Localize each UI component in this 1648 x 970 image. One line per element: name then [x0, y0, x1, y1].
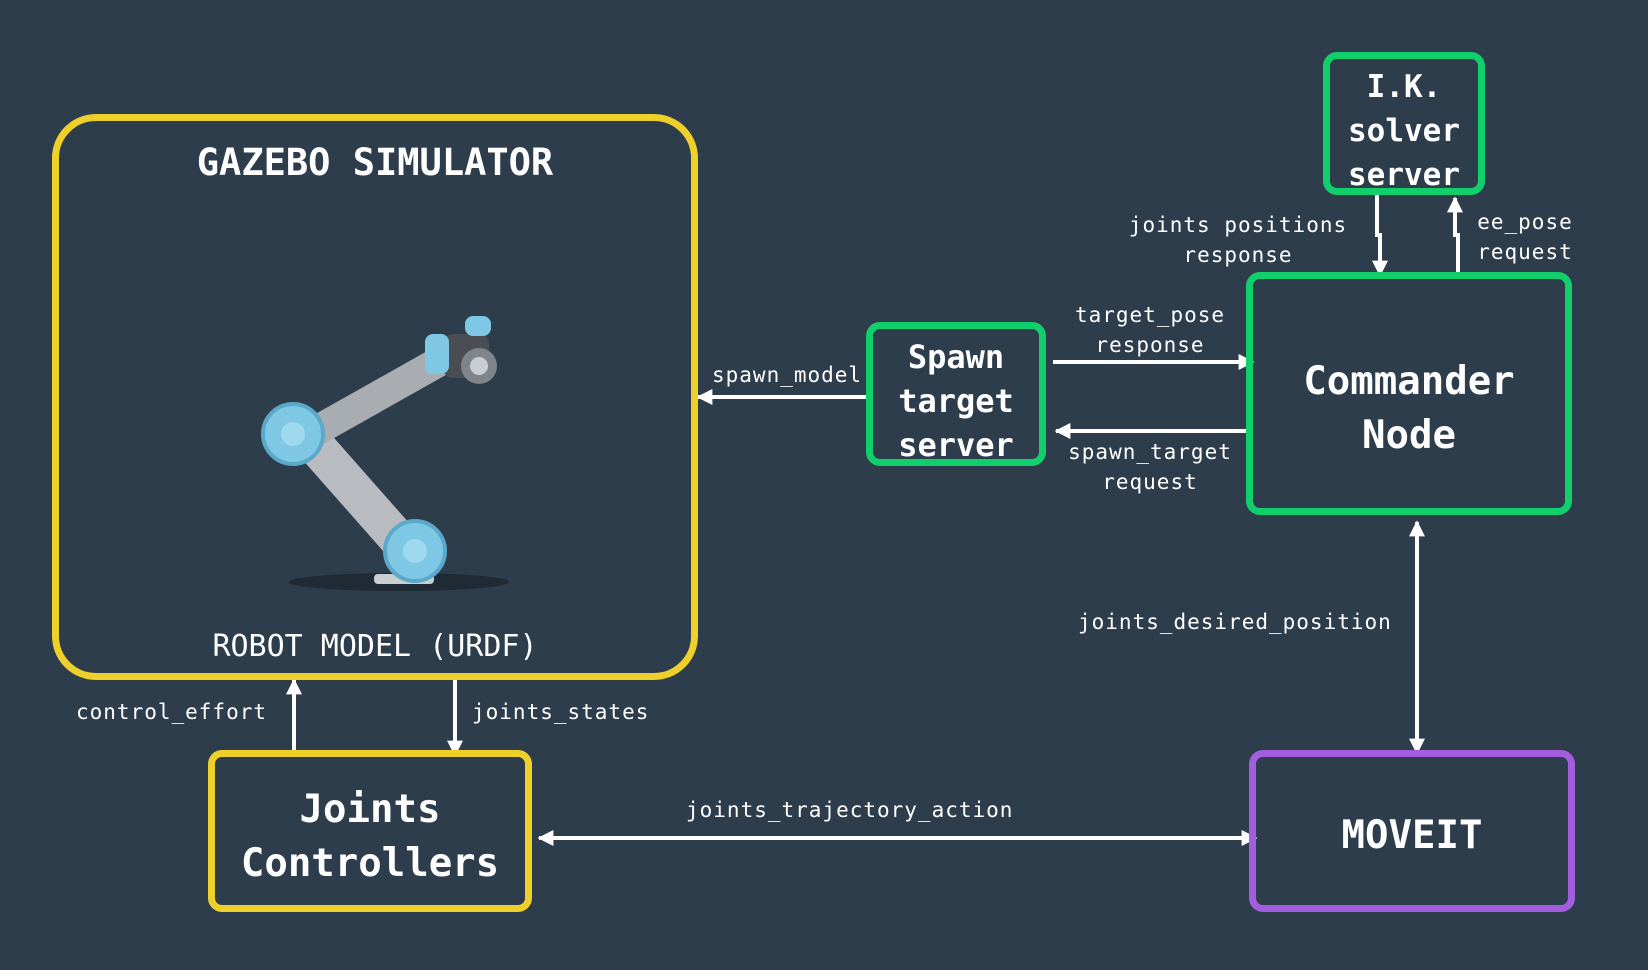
moveit-label: MOVEIT: [1341, 813, 1483, 858]
gazebo-simulator-box: GAZEBO SIMULATOR ROBOT MODEL (URDF): [52, 114, 698, 680]
moveit-box: MOVEIT: [1249, 750, 1575, 912]
label-spawn-target-request: spawn_target request: [1068, 440, 1232, 494]
label-joints-trajectory-action: joints_trajectory_action: [686, 798, 1014, 822]
gazebo-subtitle: ROBOT MODEL (URDF): [212, 629, 538, 664]
arrow-ee-pose-request: [1447, 196, 1463, 275]
robot-arm-icon: [261, 316, 509, 591]
label-control-effort: control_effort: [76, 700, 268, 724]
label-target-pose-response: target_pose response: [1074, 303, 1226, 357]
ik-solver-server-box: I.K. solver server: [1323, 52, 1485, 195]
label-spawn-model: spawn_model: [712, 363, 863, 387]
commander-node-label: Commander Node: [1303, 359, 1515, 458]
label-joints-positions-response: joints positions response: [1128, 213, 1348, 267]
commander-node-box: Commander Node: [1246, 272, 1572, 515]
joints-controllers-box: Joints Controllers: [208, 750, 532, 912]
label-ee-pose-request: ee_pose request: [1477, 210, 1573, 264]
arrow-joints-positions-response: [1372, 195, 1388, 277]
spawn-target-server-box: Spawn target server: [866, 322, 1046, 466]
label-joints-states: joints_states: [472, 700, 650, 724]
ik-solver-server-label: I.K. solver server: [1348, 69, 1460, 193]
spawn-target-server-label: Spawn target server: [898, 338, 1014, 464]
gazebo-title: GAZEBO SIMULATOR: [196, 141, 554, 184]
joints-controllers-label: Joints Controllers: [240, 787, 500, 886]
label-joints-desired-position: joints_desired_position: [1078, 610, 1392, 634]
